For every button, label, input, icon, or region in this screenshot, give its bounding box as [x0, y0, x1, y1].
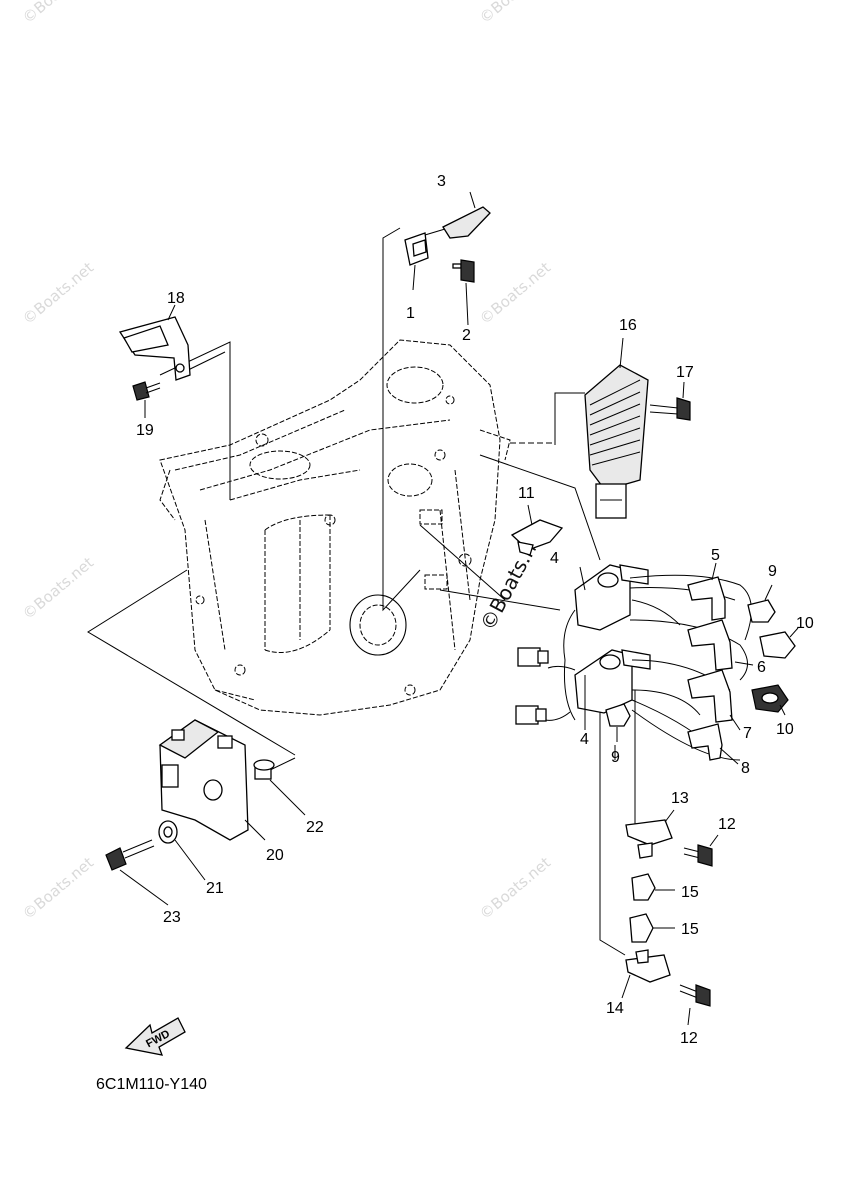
watermark: ©Boats.net: [19, 553, 97, 623]
part-19-bolt: [132, 381, 161, 418]
part-9-clamps: [605, 584, 776, 742]
part-18-bracket: [118, 304, 191, 381]
part-12-bolt-upper: [683, 834, 719, 867]
part-3-holder: [424, 191, 491, 239]
callout-19: 19: [136, 422, 154, 439]
callout-20: 20: [266, 847, 284, 864]
plug-caps: [629, 562, 754, 765]
callout-18: 18: [167, 290, 185, 307]
callout-16: 16: [619, 317, 637, 334]
callout-7: 7: [743, 725, 752, 742]
callout-12: 12: [718, 816, 736, 833]
part-21-collar: [158, 820, 206, 881]
callout-4: 4: [580, 731, 589, 748]
part-1-bracket: [404, 232, 429, 291]
watermark: ©Boats.net: [19, 0, 97, 27]
leader-lines: [87, 227, 636, 956]
part-13-bracket: [625, 809, 675, 859]
callout-15: 15: [681, 884, 699, 901]
watermark: ©Boats.net: [19, 853, 97, 923]
watermark: ©Boats.net: [476, 853, 554, 923]
part-11-clip: [510, 504, 564, 556]
watermark: ©Boats.net: [19, 258, 97, 328]
callout-10: 10: [796, 615, 814, 632]
fwd-arrow-icon: FWD: [124, 1017, 186, 1056]
part-16-rectifier: [584, 337, 649, 519]
part-15-clips: [629, 873, 675, 943]
callout-6: 6: [757, 659, 766, 676]
watermark: ©Boats.net: [476, 258, 554, 328]
callout-5: 5: [711, 547, 720, 564]
callout-1: 1: [406, 305, 415, 322]
callout-15: 15: [681, 921, 699, 938]
part-12-bolt-lower: [679, 984, 711, 1026]
part-17-bolt: [649, 381, 691, 421]
callout-10: 10: [776, 721, 794, 738]
watermark: ©Boats.net: [476, 0, 554, 27]
callout-13: 13: [671, 790, 689, 807]
callout-17: 17: [676, 364, 694, 381]
engine-block: [159, 339, 511, 716]
callout-22: 22: [306, 819, 324, 836]
callout-8: 8: [741, 760, 750, 777]
callout-labels: 1 2 3 4 4 5 6 7 8 9 9 10 10 11 12 12 13 …: [136, 173, 814, 1047]
callout-11: 11: [518, 485, 535, 502]
part-code: 6C1M110-Y140: [96, 1076, 207, 1093]
callout-14: 14: [606, 1000, 624, 1017]
part-20-ecu: [158, 719, 266, 841]
part-23-bolt: [105, 839, 169, 906]
callout-9: 9: [611, 749, 620, 766]
part-4-ignition-coils: [544, 564, 701, 730]
callout-23: 23: [163, 909, 181, 926]
callout-9: 9: [768, 563, 777, 580]
callout-21: 21: [206, 880, 224, 897]
callout-4: 4: [550, 550, 559, 567]
part-22-grommet: [253, 759, 306, 816]
part-2-bolt: [452, 259, 475, 326]
callout-2: 2: [462, 327, 471, 344]
callout-12: 12: [680, 1030, 698, 1047]
part-14-bracket: [621, 949, 671, 999]
watermarks: ©Boats.net ©Boats.net ©Boats.net ©Boats.…: [19, 0, 554, 923]
callout-3: 3: [437, 173, 446, 190]
part-10-clamps: [751, 627, 799, 716]
harness-connectors: [515, 647, 549, 725]
